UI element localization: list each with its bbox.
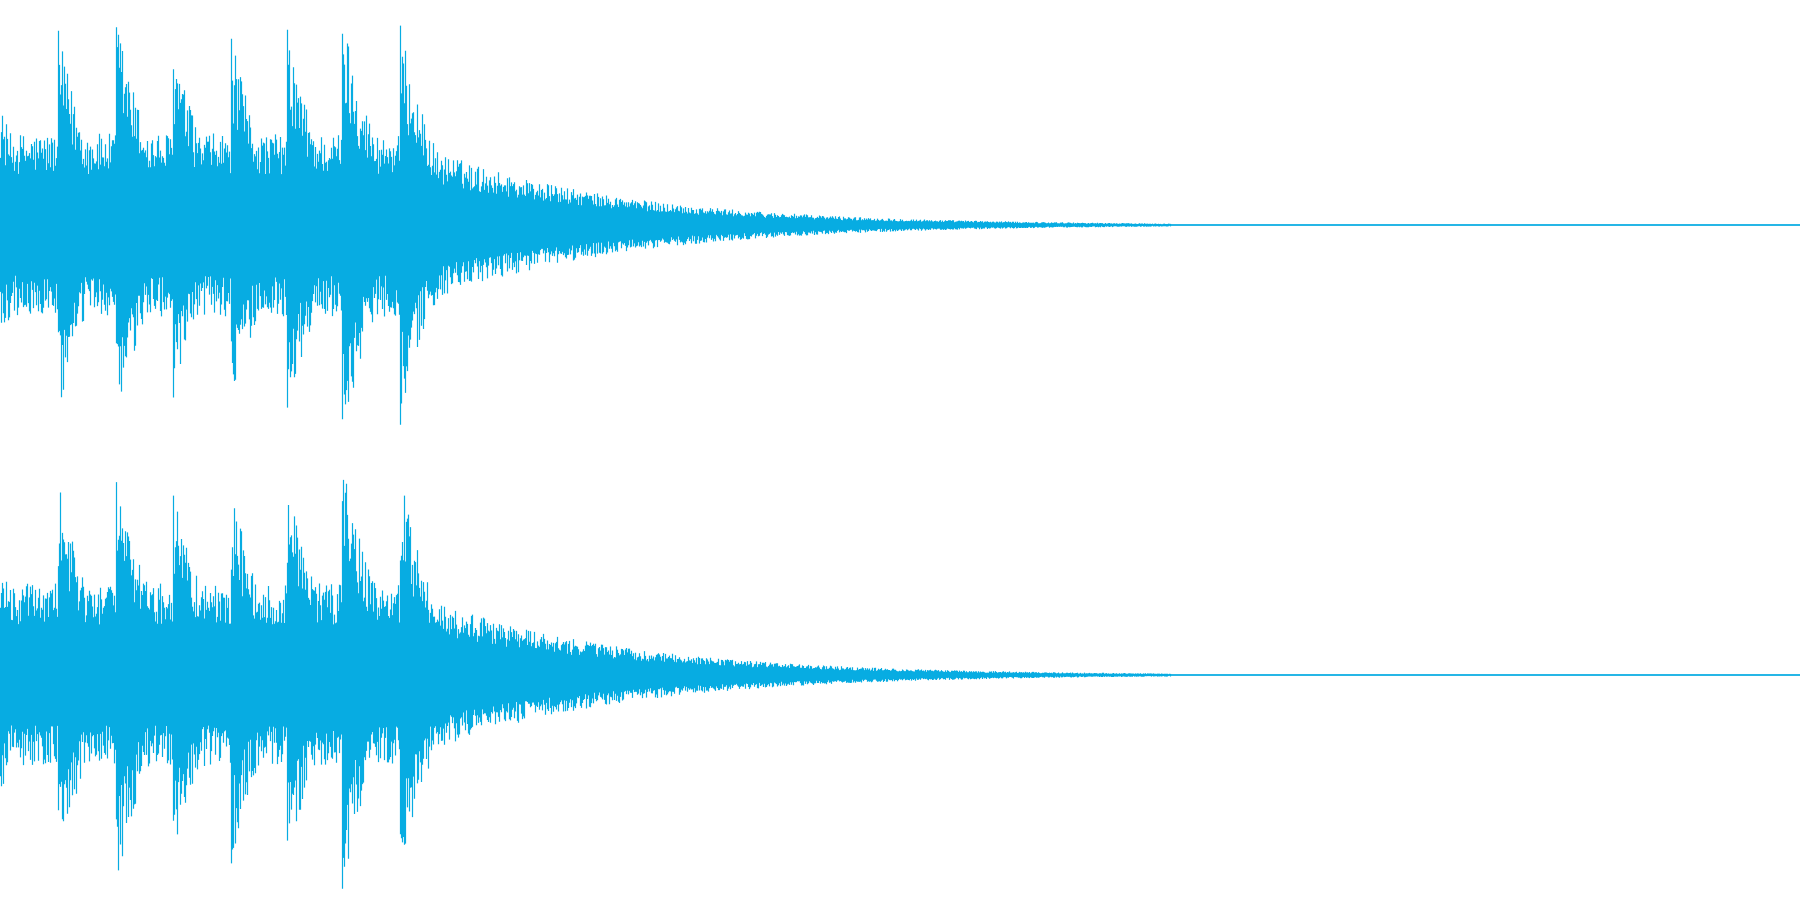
waveform-channel-1	[0, 25, 1800, 425]
waveform-channel-2	[0, 479, 1800, 889]
waveform-trace	[0, 479, 1800, 889]
